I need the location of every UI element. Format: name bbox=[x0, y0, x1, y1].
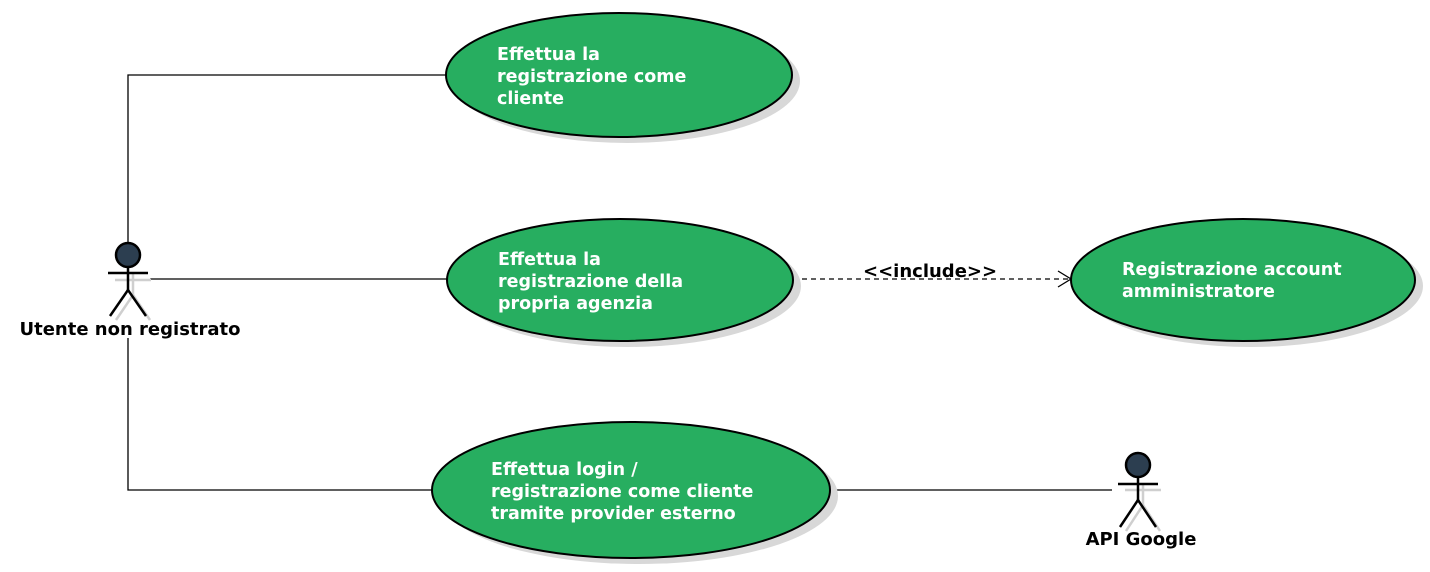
usecase-ellipse bbox=[1070, 218, 1416, 342]
usecase-label-line: registrazione come cliente bbox=[491, 482, 754, 502]
usecase-label-line: amministratore bbox=[1122, 282, 1275, 302]
usecase-ellipse bbox=[445, 12, 793, 138]
usecase-login-esterno[interactable]: Effettua login / registrazione come clie… bbox=[431, 421, 838, 564]
include-dependency: <<include>> bbox=[793, 261, 1073, 288]
usecase-ellipse bbox=[446, 218, 794, 342]
usecase-label-line: propria agenzia bbox=[498, 294, 653, 314]
usecase-registrazione-agenzia[interactable]: Effettua la registrazione della propria … bbox=[446, 218, 801, 347]
usecase-ellipse bbox=[431, 421, 831, 559]
usecase-label-line: Effettua la bbox=[498, 250, 601, 270]
actor-utente-non-registrato[interactable]: Utente non registrato bbox=[19, 241, 241, 340]
usecase-label-line: Registrazione account bbox=[1122, 260, 1342, 280]
actor-api-google[interactable]: API Google bbox=[1086, 451, 1197, 550]
usecase-label-line: tramite provider esterno bbox=[491, 504, 736, 524]
include-label: <<include>> bbox=[863, 261, 997, 282]
associations bbox=[127, 74, 1112, 491]
svg-text:Registrazione account am: Registrazione account amministratore bbox=[1122, 260, 1348, 302]
actor-label: Utente non registrato bbox=[19, 319, 240, 340]
usecase-registrazione-cliente[interactable]: Effettua la registrazione come cliente bbox=[445, 12, 800, 143]
association-utente-registrazione-cliente bbox=[127, 74, 446, 244]
svg-text:Effettua la registrazion: Effettua la registrazione come cliente bbox=[497, 45, 692, 109]
usecase-label-line: Effettua la bbox=[497, 45, 600, 65]
usecase-label-line: cliente bbox=[497, 89, 564, 109]
stick-figure-icon bbox=[108, 241, 152, 321]
usecase-label-line: registrazione come bbox=[497, 67, 687, 87]
actor-label: API Google bbox=[1086, 529, 1197, 550]
usecase-label-line: registrazione della bbox=[498, 272, 683, 292]
usecase-label-line: Effettua login / bbox=[491, 460, 638, 480]
svg-text:Effettua login / registr: Effettua login / registrazione come clie… bbox=[491, 460, 760, 524]
association-utente-login-esterno bbox=[127, 338, 432, 491]
stick-figure-icon bbox=[1118, 451, 1162, 532]
usecase-registrazione-admin[interactable]: Registrazione account amministratore bbox=[1070, 218, 1423, 347]
svg-text:Effettua la registrazion: Effettua la registrazione della propria … bbox=[498, 250, 689, 314]
